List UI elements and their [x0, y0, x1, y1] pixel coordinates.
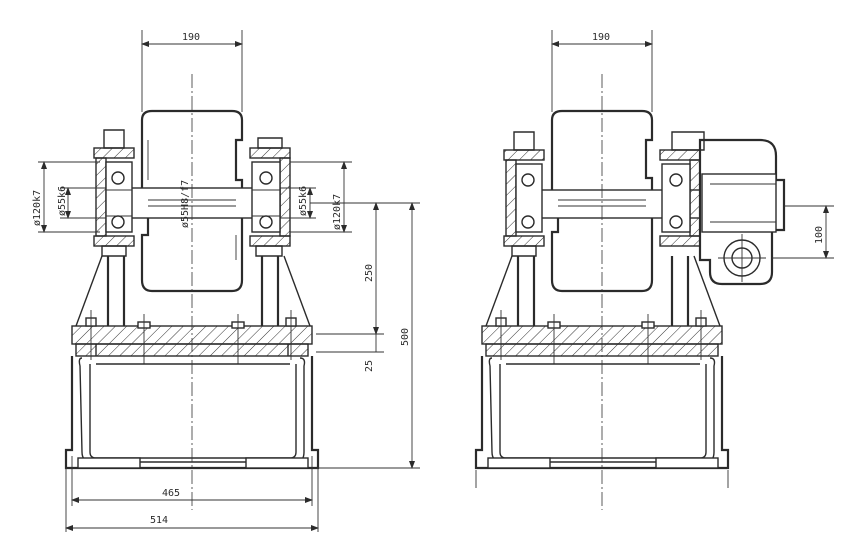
right-view: 190 [474, 30, 834, 510]
dim-text-250: 250 [364, 264, 375, 282]
bearing-housing-left-a [93, 129, 135, 257]
dim-bearing-left: ø120k7 ø55k6 [32, 161, 106, 233]
dim-base-widths: 465 514 [65, 456, 319, 532]
dim-text-bearing-inner-left: ø55k6 [57, 186, 68, 216]
wheel-left [140, 109, 244, 293]
dim-text-100: 100 [814, 226, 825, 244]
dim-text-500: 500 [400, 328, 411, 346]
dim-heights-left: 250 25 500 [310, 202, 420, 469]
dim-bearing-right: ø55k6 ø120k7 [280, 161, 352, 233]
dim-text-514: 514 [150, 515, 168, 526]
bearing-housing-right-a [503, 131, 545, 257]
dim-text-190-right: 190 [592, 32, 610, 43]
dim-text-right-outer: ø120k7 [332, 194, 343, 230]
dim-text-right-inner: ø55k6 [298, 186, 309, 216]
frame-supports-left [75, 255, 311, 327]
dim-axle-fit: ø55H8/f7 [180, 180, 191, 228]
dim-text-465: 465 [162, 488, 180, 499]
dim-text-25: 25 [364, 360, 375, 372]
dim-text-190-left: 190 [182, 32, 200, 43]
dim-wheel-width-right: 190 [551, 30, 653, 112]
dim-wheel-width-left: 190 [141, 30, 243, 112]
bearing-housing-left-b [249, 137, 291, 257]
left-view: 190 ø55H8/f7 [32, 30, 420, 532]
frame-supports-right [485, 255, 721, 327]
bearing-housing-right-b [659, 131, 705, 247]
base-box-left [64, 356, 320, 470]
wheel-right [550, 109, 654, 293]
dim-text-bearing-outer-left: ø120k7 [32, 190, 43, 226]
gear-motor: 100 [698, 138, 834, 286]
base-box-right [474, 356, 730, 470]
